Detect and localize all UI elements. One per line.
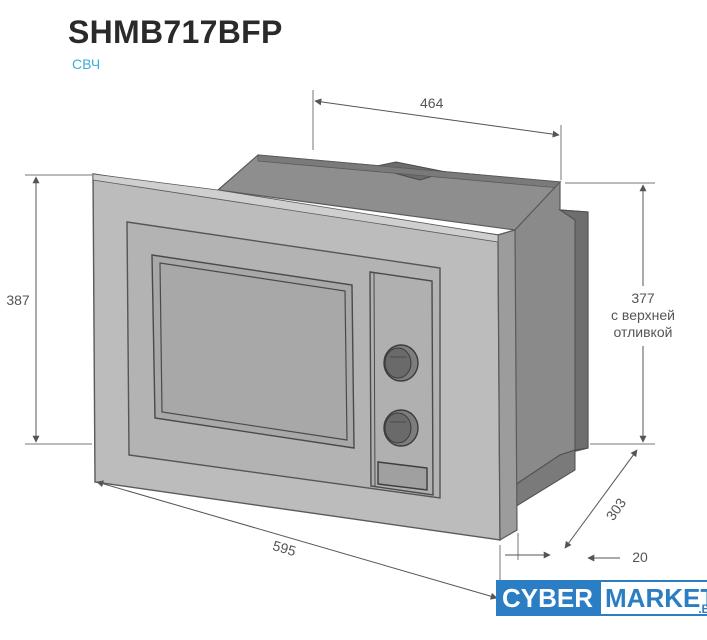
- dim-377-label: 377: [631, 290, 655, 306]
- dim-464-line: [314, 98, 560, 138]
- front-frame-right-edge: [497, 229, 518, 542]
- dim-303-label: 303: [603, 495, 630, 523]
- logo-cyber: CYBER: [496, 580, 600, 616]
- logo-market-text: MARKET: [605, 583, 707, 613]
- door-window: [151, 254, 355, 449]
- dim-377-note-line1: с верхней: [611, 307, 675, 323]
- housing-side-rear: [558, 209, 589, 451]
- knob-lower-icon: [383, 409, 419, 447]
- dim-303-line: [564, 449, 638, 549]
- door-window-inner: [159, 262, 348, 441]
- control-panel-divider: [373, 272, 376, 488]
- dim-377-note-line2: отливкой: [614, 324, 673, 340]
- model-title: SHMB717BFP: [68, 14, 283, 50]
- category-label: СВЧ: [72, 56, 101, 72]
- logo-market: MARKET .BY: [599, 580, 707, 616]
- dim-387-label: 387: [6, 292, 30, 308]
- dim-464-label: 464: [420, 95, 444, 111]
- logo-tld: .BY: [698, 602, 707, 616]
- knob-upper-icon: [383, 344, 419, 382]
- cybermarket-logo: CYBER MARKET .BY: [496, 580, 707, 616]
- dim-20-label: 20: [632, 549, 648, 565]
- dim-595-label: 595: [271, 537, 298, 559]
- dim-595-line: [96, 480, 498, 600]
- front-frame-top-edge: [92, 173, 499, 243]
